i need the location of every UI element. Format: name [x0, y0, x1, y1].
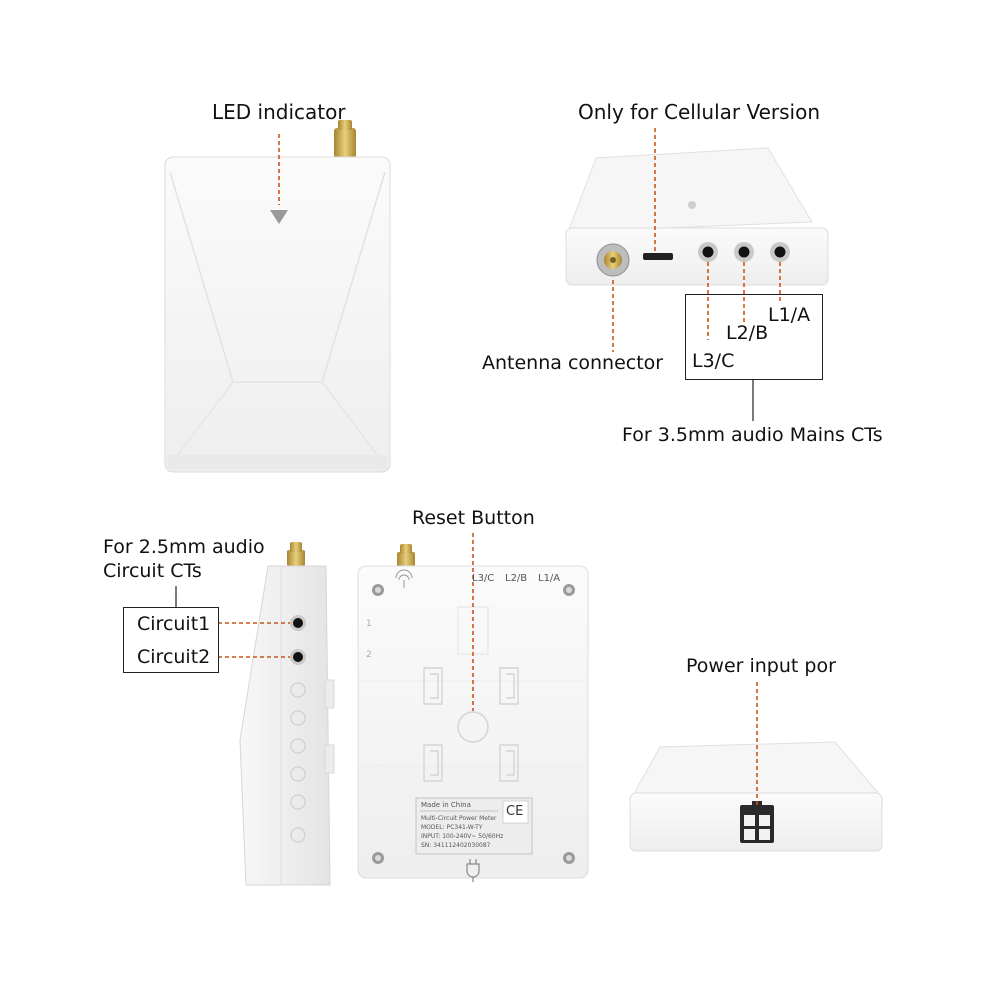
cellular-only-label: Only for Cellular Version [578, 100, 821, 124]
leader-lines-top [278, 128, 781, 352]
led-indicator-icon [270, 210, 288, 224]
audio-jack-l2-icon [734, 242, 754, 262]
antenna-connector-label: Antenna connector [482, 352, 664, 374]
reset-button-icon [457, 711, 489, 743]
device-power-view [629, 741, 883, 852]
antenna-jack-icon [596, 243, 630, 277]
back-mark-1: 1 [366, 619, 372, 629]
screw-icon [372, 584, 575, 864]
port-l2-label: L2/B [726, 322, 769, 344]
sticker-sn: SN: 341112402030087 [421, 842, 491, 849]
sticker-ce-mark: CE [506, 804, 524, 819]
device-front-view [164, 120, 391, 473]
port-l1-label: L1/A [768, 304, 811, 326]
back-antenna-icon [397, 544, 415, 568]
circuit-cts-label-line2: Circuit CTs [103, 560, 202, 582]
reset-button-label: Reset Button [412, 507, 535, 529]
wifi-mark-icon [395, 569, 413, 588]
circuit2-label: Circuit2 [137, 646, 211, 668]
back-port-l2: L2/B [505, 573, 528, 584]
circuit1-label: Circuit1 [137, 613, 211, 635]
device-back-panel [357, 544, 589, 882]
sticker-model: MODEL: PC341-W-TY [421, 824, 483, 831]
device-side-view [239, 542, 335, 886]
leader-lines-bottom [218, 533, 758, 805]
audio-jack-l1-icon [770, 242, 790, 262]
power-connector-icon [740, 801, 774, 843]
back-port-l1: L1/A [538, 573, 561, 584]
circuit-ct-bracket [123, 607, 219, 673]
sticker-made-in: Made in China [421, 801, 471, 809]
back-mark-2: 2 [366, 650, 372, 660]
back-port-l3: L3/C [472, 573, 495, 584]
mains-ct-bracket [685, 294, 823, 380]
device-port-view [565, 147, 829, 286]
sticker-product: Multi-Circuit Power Meter [421, 815, 497, 822]
sim-slot-icon [643, 253, 673, 260]
port-l3-label: L3/C [692, 350, 735, 372]
audio-jack-l3-icon [698, 242, 718, 262]
power-plug-icon [466, 859, 480, 882]
side-antenna-icon [287, 542, 305, 566]
antenna-connector-icon [334, 120, 356, 158]
circuit-cts-label-line1: For 2.5mm audio [103, 536, 265, 558]
sticker-input: INPUT: 100-240V~ 50/60Hz [421, 833, 504, 840]
mains-cts-label: For 3.5mm audio Mains CTs [622, 424, 883, 446]
led-indicator-label: LED indicator [212, 100, 346, 124]
power-input-label: Power input por [686, 655, 836, 677]
